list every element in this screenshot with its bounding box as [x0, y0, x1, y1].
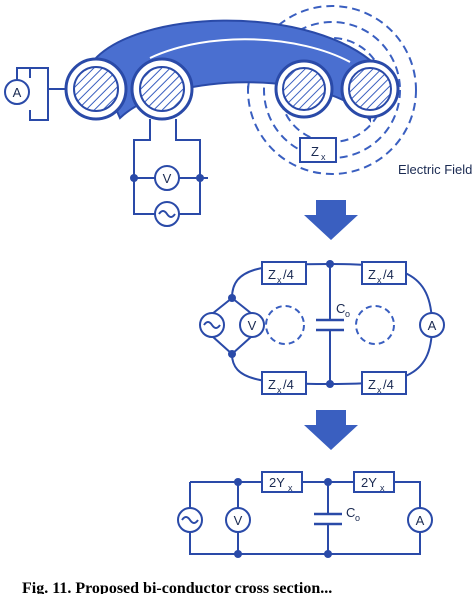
ac-source-mid: [199, 312, 225, 338]
svg-text:x: x: [321, 152, 326, 162]
arrow-down-1: [304, 200, 358, 240]
voltmeter-top: V: [154, 165, 180, 191]
svg-text:Z: Z: [268, 377, 276, 392]
voltmeter-bottom: V: [225, 507, 251, 533]
svg-text:V: V: [163, 171, 172, 186]
svg-text:o: o: [355, 513, 360, 523]
ac-source-bottom: [177, 507, 203, 533]
zx-quarter-top-left: Z x /4: [261, 261, 307, 285]
conductor-right-back: [340, 59, 400, 119]
svg-text:/4: /4: [283, 377, 294, 392]
zx-quarter-bottom-left: Z x /4: [261, 371, 307, 395]
ammeter-wiring: [29, 67, 66, 121]
zx-quarter-bottom-right: Z x /4: [361, 371, 407, 395]
zx-box: Z x: [299, 137, 337, 163]
svg-text:2Y: 2Y: [269, 475, 285, 490]
svg-text:x: x: [380, 483, 385, 493]
node-dot: [196, 174, 204, 182]
svg-text:/4: /4: [383, 267, 394, 282]
conductor-left-back: [274, 59, 334, 119]
svg-text:A: A: [416, 513, 425, 528]
co-label-mid: C o: [336, 301, 350, 319]
svg-text:A: A: [13, 85, 22, 100]
svg-text:x: x: [377, 385, 382, 395]
svg-text:Z: Z: [368, 267, 376, 282]
ammeter-top-leads: [16, 67, 48, 80]
svg-text:/4: /4: [283, 267, 294, 282]
svg-text:x: x: [277, 385, 282, 395]
ac-source-top: [154, 201, 180, 227]
svg-text:/4: /4: [383, 377, 394, 392]
node-dot: [130, 174, 138, 182]
svg-text:x: x: [277, 275, 282, 285]
figure-caption: Fig. 11. Proposed bi-conductor cross sec…: [22, 580, 332, 594]
cable-inner-line: [149, 38, 351, 63]
svg-text:Z: Z: [268, 267, 276, 282]
svg-text:2Y: 2Y: [361, 475, 377, 490]
conductor-right-front: [130, 57, 194, 121]
svg-text:A: A: [428, 318, 437, 333]
svg-text:V: V: [248, 318, 257, 333]
conductor-left-front: [64, 57, 128, 121]
arrow-down-2: [304, 410, 358, 450]
electric-field-label: Electric Field: [398, 162, 472, 177]
svg-text:x: x: [288, 483, 293, 493]
admittance-left: 2Y x: [261, 471, 303, 493]
quarter-impedance-network: V A Z x /4 Z x /4 Z x /4 Z x /4: [199, 260, 445, 395]
svg-text:x: x: [377, 275, 382, 285]
ammeter-mid: A: [419, 312, 445, 338]
lumped-circuit: V A 2Y x 2Y x C o: [177, 471, 433, 558]
cable-illustration: A V Z x Electric Field: [4, 5, 472, 227]
svg-text:o: o: [345, 309, 350, 319]
ammeter-bottom: A: [407, 507, 433, 533]
co-label-bottom: C o: [346, 505, 360, 523]
admittance-right: 2Y x: [353, 471, 395, 493]
voltmeter-mid: V: [239, 312, 265, 338]
ammeter-top: A: [4, 79, 30, 105]
zx-quarter-top-right: Z x /4: [361, 261, 407, 285]
svg-text:Z: Z: [311, 144, 319, 159]
svg-text:C: C: [346, 505, 355, 520]
svg-text:C: C: [336, 301, 345, 316]
svg-text:Z: Z: [368, 377, 376, 392]
svg-text:V: V: [234, 513, 243, 528]
